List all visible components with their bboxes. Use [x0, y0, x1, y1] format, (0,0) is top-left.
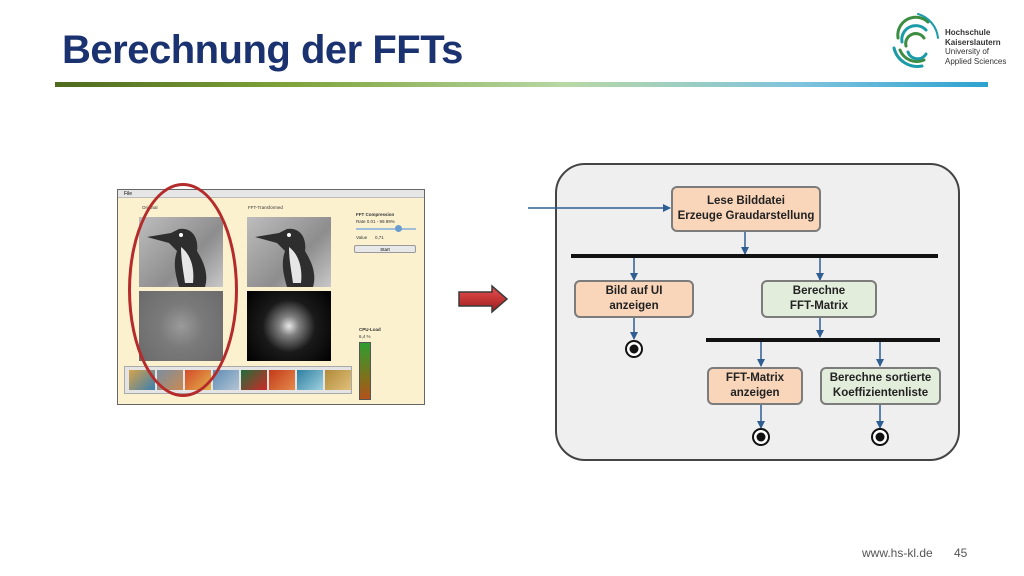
node-compute-fft: Berechne FFT-Matrix — [761, 280, 877, 318]
logo-line-1: Hochschule — [945, 28, 991, 37]
thumbnail[interactable] — [213, 370, 239, 390]
start-button[interactable]: Start — [354, 245, 416, 253]
node-show-image: Bild auf UI anzeigen — [574, 280, 694, 318]
thumbnail[interactable] — [269, 370, 295, 390]
app-transformed-label: FFT-Transformed — [248, 205, 283, 210]
logo-line-3: University of — [945, 47, 990, 56]
thumbnail[interactable] — [241, 370, 267, 390]
slider-knob[interactable] — [395, 225, 402, 232]
cpu-load-bar — [359, 342, 371, 400]
page-number: 45 — [954, 546, 968, 560]
app-menu-file: File — [124, 191, 133, 197]
highlight-oval — [128, 183, 238, 397]
node-read-image: Lese Bilddatei Erzeuge Graudarstellung — [671, 186, 821, 232]
university-logo: Hochschule Kaiserslautern University of … — [888, 8, 1008, 74]
logo-mark-icon — [892, 13, 939, 68]
node-sorted-coefficients: Berechne sortierte Koeffizientenliste — [820, 367, 941, 405]
thumbnail[interactable] — [129, 370, 155, 390]
slide-title: Berechnung der FFTs — [62, 28, 463, 72]
title-underline — [55, 82, 988, 87]
final-node-display — [752, 428, 770, 446]
final-node-show — [625, 340, 643, 358]
value-label: Value — [356, 235, 368, 240]
final-node-sorted — [871, 428, 889, 446]
value-readout: 0,71 — [375, 235, 384, 240]
thumbnail[interactable] — [325, 370, 351, 390]
transformed-fft-image — [247, 291, 331, 361]
transformed-image — [247, 217, 331, 287]
compression-label: FFT Compression — [356, 212, 395, 217]
compression-slider[interactable] — [356, 228, 416, 230]
app-menu-bar: File — [118, 190, 424, 198]
cpu-label: CPU-Load — [359, 327, 381, 332]
thumbnail[interactable] — [297, 370, 323, 390]
footer-url: www.hs-kl.de — [862, 546, 933, 560]
logo-line-4: Applied Sciences — [945, 56, 1007, 66]
block-arrow-right-icon — [458, 284, 509, 314]
logo-line-2: Kaiserslautern — [945, 37, 1001, 47]
node-display-fft: FFT-Matrix anzeigen — [707, 367, 803, 405]
cpu-value: 6,4 % — [359, 334, 371, 339]
rate-label: Rate 0.01 - 99.99% — [356, 219, 395, 224]
